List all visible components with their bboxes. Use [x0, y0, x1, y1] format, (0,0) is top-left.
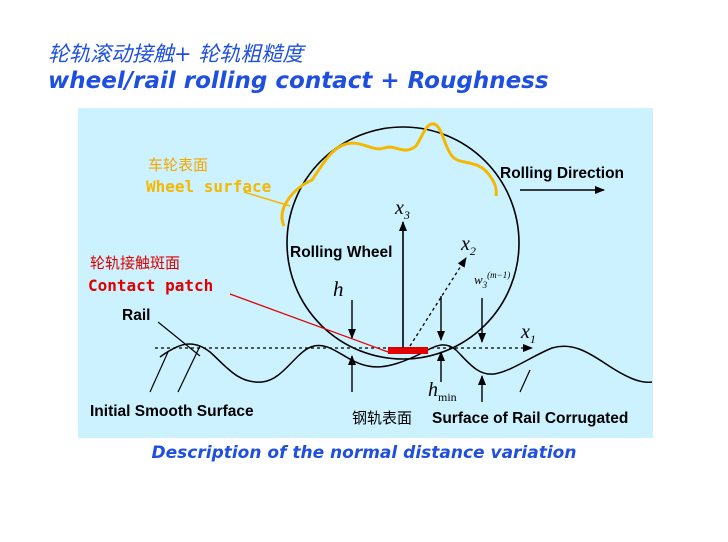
- rolling-wheel-label: Rolling Wheel: [290, 244, 392, 261]
- x2-label: x2: [460, 233, 476, 258]
- title-chinese: 轮轨滚动接触+ 轮轨粗糙度: [48, 42, 304, 66]
- hmin-label: hmin: [428, 379, 457, 404]
- contact-patch-label-zh: 轮轨接触斑面: [90, 254, 180, 272]
- contact-patch-leader: [229, 293, 389, 353]
- rail-tick-1: [149, 351, 169, 393]
- x1-label: x1: [520, 321, 536, 346]
- figure-caption: Description of the normal distance varia…: [151, 443, 577, 463]
- h-label: h: [333, 277, 344, 301]
- initial-smooth-surface-label: Initial Smooth Surface: [90, 403, 254, 420]
- wheel-surface-label-zh: 车轮表面: [148, 156, 208, 174]
- w3-label: w3(m−1): [474, 270, 510, 290]
- diagram-panel: [78, 108, 653, 438]
- corrugated-surface-label: Surface of Rail Corrugated: [432, 410, 628, 427]
- x3-label: x3: [394, 197, 410, 222]
- title-english: wheel/rail rolling contact + Roughness: [48, 68, 549, 94]
- wheel-surface-label-en: Wheel surface: [146, 177, 271, 196]
- wheel-surface-curve: [280, 122, 498, 227]
- wheel-surface-leader: [243, 191, 291, 207]
- x2-axis: [409, 257, 467, 347]
- rail-surface-label-zh: 钢轨表面: [352, 409, 412, 427]
- rail-label: Rail: [122, 307, 150, 324]
- rail-tick-3: [519, 369, 531, 393]
- contact-patch-bar: [388, 347, 428, 354]
- rolling-wheel-circle: [286, 126, 520, 360]
- rolling-direction-label: Rolling Direction: [500, 165, 624, 182]
- rail-leader: [157, 321, 201, 357]
- contact-patch-label-en: Contact patch: [88, 276, 213, 295]
